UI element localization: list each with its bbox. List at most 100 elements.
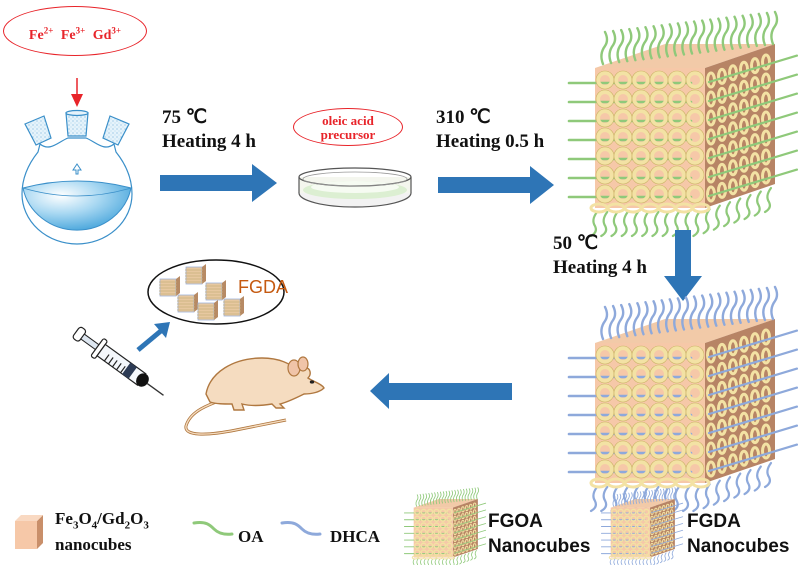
anchor-ring — [650, 365, 668, 383]
ligand — [702, 483, 711, 510]
ligand — [712, 479, 721, 506]
ligand — [652, 556, 656, 565]
anchor-ring — [611, 535, 618, 543]
anchor-ring — [750, 114, 760, 132]
anchor-ring — [426, 508, 434, 516]
ligand — [618, 493, 622, 506]
ligand — [453, 543, 487, 554]
anchor-ring — [630, 522, 637, 529]
anchor-ring — [662, 538, 666, 545]
ligand — [707, 149, 798, 179]
ligand — [650, 536, 684, 547]
ligand — [624, 27, 633, 63]
ligand — [770, 285, 779, 321]
anchor-ring — [645, 555, 652, 560]
ligand — [681, 21, 690, 56]
ion-fe2: Fe2+ — [28, 25, 54, 43]
ligand — [729, 290, 738, 325]
anchor-ring — [414, 508, 421, 516]
ligand — [661, 488, 665, 501]
ligand — [455, 556, 459, 565]
anchor-ring — [761, 328, 771, 346]
anchor-ring — [650, 346, 668, 364]
ligand — [635, 558, 638, 565]
anchor-ring — [617, 515, 624, 522]
anchor-ring — [650, 441, 668, 459]
anchor-ring — [446, 508, 453, 516]
anchor-ring — [472, 515, 477, 523]
ligand — [629, 492, 633, 505]
anchor-ring — [650, 71, 668, 89]
anchor-ring — [643, 522, 650, 529]
ligand — [630, 210, 640, 238]
anchor-ring — [446, 515, 453, 522]
anchor-ring — [739, 354, 749, 372]
step3-duration: Heating 4 h — [553, 257, 647, 278]
anchor-ring-edge — [685, 146, 705, 166]
ligand — [589, 210, 599, 238]
dhca-legend-label: DHCA — [330, 527, 381, 546]
ligand — [626, 492, 630, 505]
anchor-ring — [650, 147, 668, 165]
anchor-ring — [630, 549, 637, 556]
ligand — [644, 490, 648, 503]
anchor-ring — [632, 384, 650, 402]
anchor-ring — [643, 508, 650, 516]
anchor-ring — [596, 71, 614, 89]
ligand — [671, 485, 680, 513]
anchor-ring — [611, 522, 618, 529]
anchor-ring — [662, 505, 666, 512]
anchor-ring — [750, 57, 760, 75]
anchor-ring — [448, 555, 455, 560]
ligand — [453, 523, 487, 534]
anchor-ring — [739, 430, 749, 448]
ligand — [721, 291, 730, 326]
anchor-ring — [414, 522, 421, 529]
ligand — [754, 287, 763, 323]
ligand — [667, 551, 671, 561]
anchor-ring — [465, 518, 469, 525]
fgda-injection-ellipse — [147, 259, 285, 325]
anchor-ring — [630, 535, 637, 543]
anchor-ring — [643, 529, 650, 536]
ligand — [458, 489, 462, 502]
anchor-ring — [632, 460, 650, 478]
ligand — [650, 529, 684, 541]
ligand — [453, 509, 487, 520]
anchor-ring — [623, 542, 631, 549]
anchor-ring — [668, 365, 686, 383]
fgda-legend-label: FGDA Nanocubes — [687, 509, 789, 559]
anchor-ring — [439, 535, 447, 543]
ligand — [762, 11, 771, 47]
anchor-ring — [420, 508, 427, 516]
ligand — [476, 487, 480, 500]
anchor-ring — [665, 537, 670, 544]
fgoa-line1: FGOA — [488, 511, 543, 532]
ligand — [418, 494, 422, 507]
anchor-ring — [750, 408, 760, 426]
step2-conditions: 310 ℃ Heating 0.5 h — [436, 106, 544, 154]
anchor-ring — [617, 542, 624, 549]
anchor-ring — [596, 147, 614, 165]
ligand — [661, 210, 670, 238]
anchor-ring — [650, 90, 668, 108]
anchor-ring — [623, 535, 631, 543]
anchor-ring — [669, 509, 674, 516]
ligand — [620, 558, 623, 565]
anchor-ring — [686, 109, 704, 127]
anchor-ring — [611, 549, 618, 556]
ligand — [445, 558, 448, 565]
anchor-ring — [739, 449, 749, 467]
anchor-ring — [596, 109, 614, 127]
anchor-ring — [433, 535, 440, 543]
ligand — [600, 210, 609, 238]
injection-arrow-icon — [136, 322, 170, 352]
anchor-ring — [668, 346, 686, 364]
anchor-ring — [614, 384, 632, 402]
anchor-ring — [686, 384, 704, 402]
ligand — [459, 555, 463, 565]
anchor-ring — [739, 155, 749, 173]
ligand — [649, 557, 652, 565]
anchor-ring — [750, 351, 760, 369]
anchor-ring — [426, 535, 434, 543]
